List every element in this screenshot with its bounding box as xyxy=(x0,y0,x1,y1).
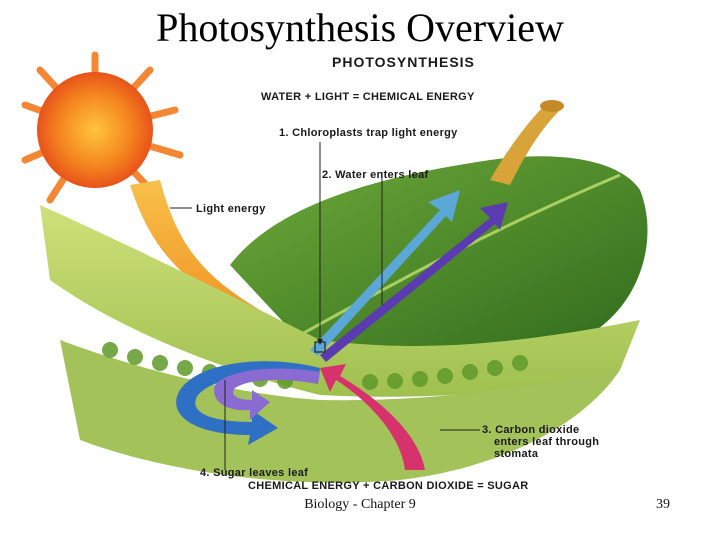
equation-bottom: CHEMICAL ENERGY + CARBON DIOXIDE = SUGAR xyxy=(248,480,529,492)
page-number: 39 xyxy=(656,497,670,512)
water-arrow xyxy=(310,190,460,356)
step-4-label: 4. Sugar leaves leaf xyxy=(200,467,308,479)
upper-leaf xyxy=(230,100,648,359)
cycle-blue-arrow xyxy=(176,361,320,445)
step-2-label: 2. Water enters leaf xyxy=(322,169,429,181)
sugar-out-arrow xyxy=(320,202,508,362)
co2-arrow xyxy=(320,364,425,470)
footer-text: Biology - Chapter 9 xyxy=(304,497,416,512)
step-3-label-line2: enters leaf through xyxy=(494,436,599,448)
photosynthesis-diagram: PHOTOSYNTHESIS WATER + LIGHT = CHEMICAL … xyxy=(20,50,680,495)
diagram-canvas: PHOTOSYNTHESIS WATER + LIGHT = CHEMICAL … xyxy=(21,51,648,492)
step-3-label-line1: 3. Carbon dioxide xyxy=(482,424,579,436)
equation-top: WATER + LIGHT = CHEMICAL ENERGY xyxy=(261,91,475,103)
leader-lines xyxy=(170,142,480,470)
step-1-label: 1. Chloroplasts trap light energy xyxy=(279,127,458,139)
sun-icon xyxy=(21,51,184,204)
cycle-purple-arrow xyxy=(214,368,320,420)
slide-title: Photosynthesis Overview xyxy=(156,5,564,50)
step-3-label-line3: stomata xyxy=(494,448,539,460)
light-energy-label: Light energy xyxy=(196,203,266,215)
diagram-heading: PHOTOSYNTHESIS xyxy=(332,54,475,70)
